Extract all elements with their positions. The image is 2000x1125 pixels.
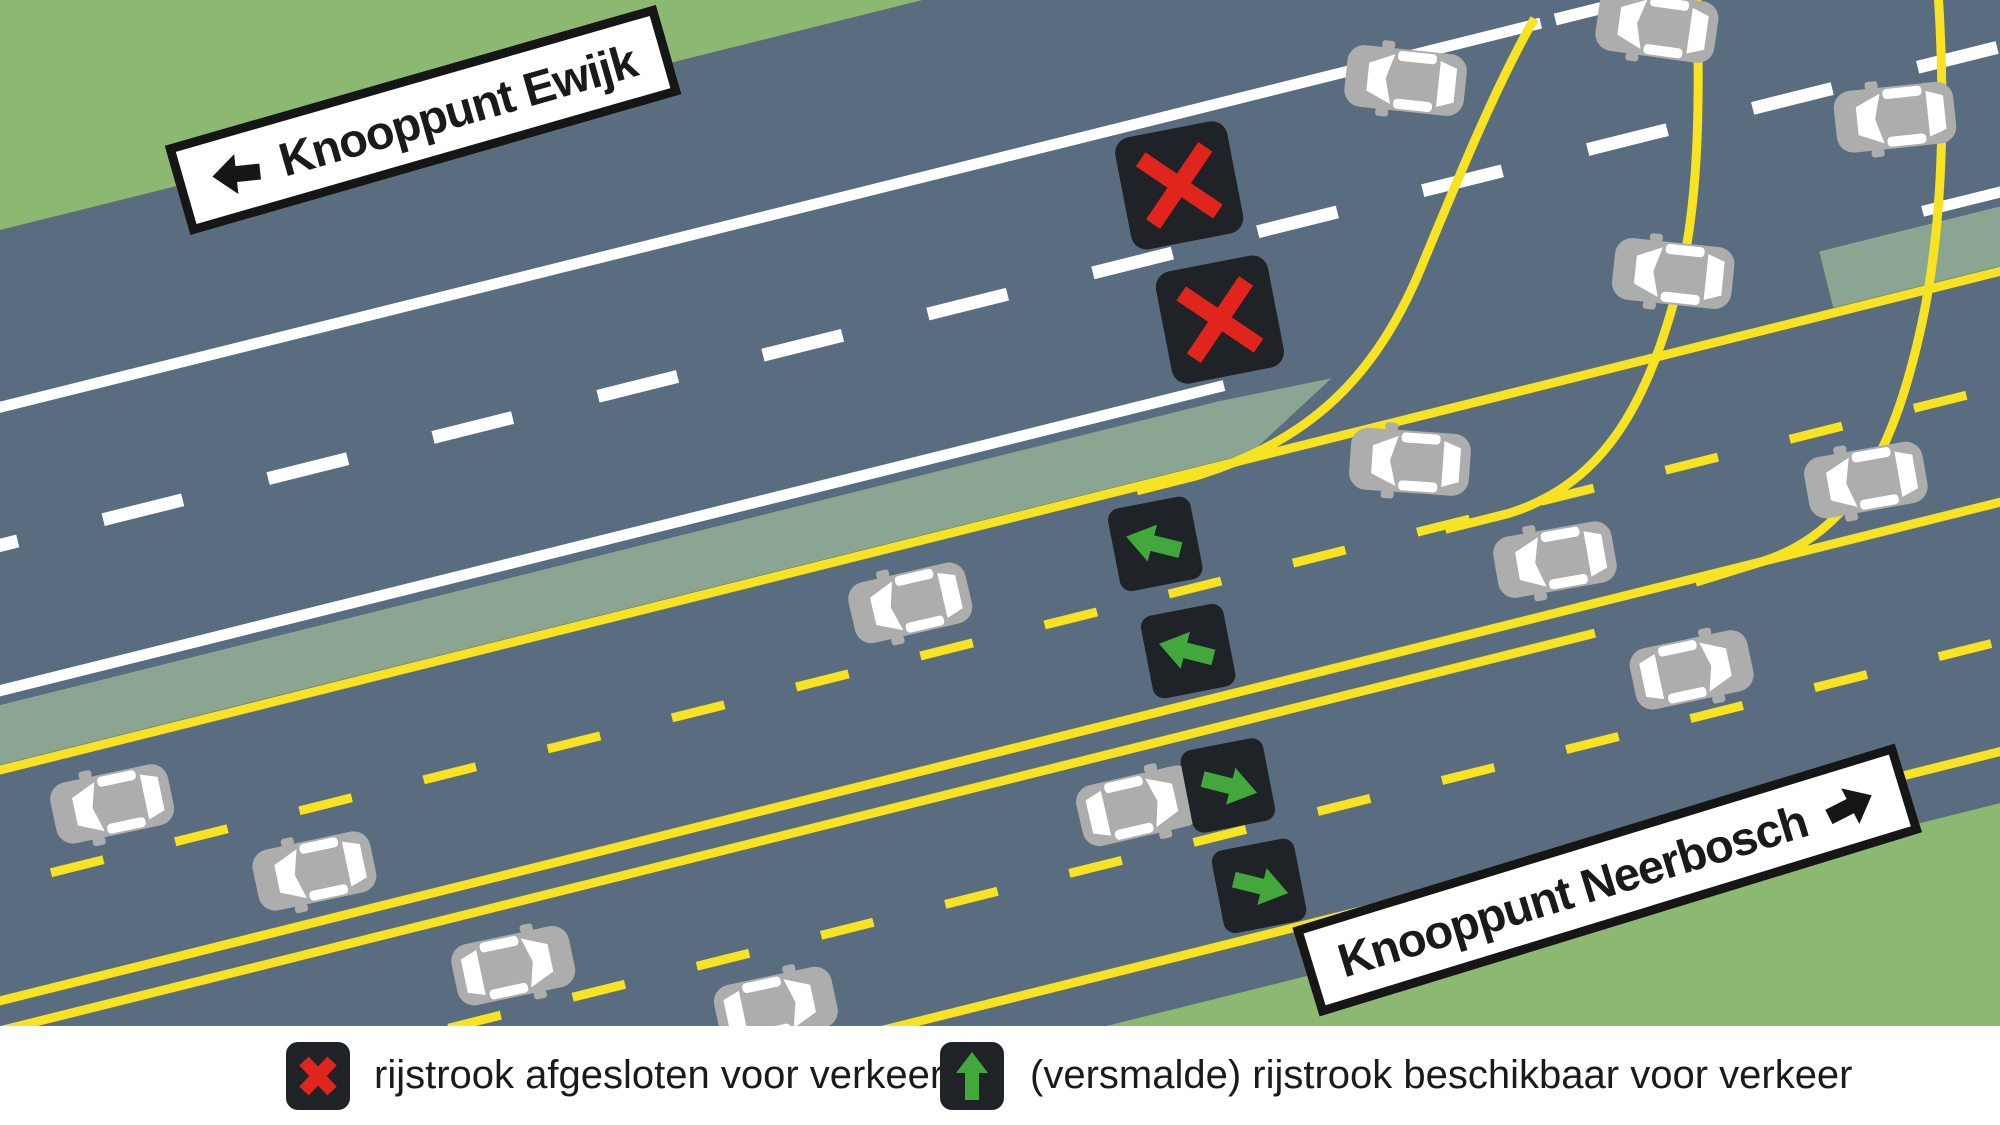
lane-open-signal-right [1211,838,1307,934]
right-arrow-icon [1824,787,1872,824]
red-x-signal-icon [286,1042,350,1110]
shoulder-line-solid [0,17,1543,487]
legend-label-open: (versmalde) rijstrook beschikbaar voor v… [1030,1053,1853,1097]
lane-closed-signal [1115,121,1244,250]
red-x-icon [1176,276,1264,363]
green-arrow-icon [1159,631,1216,669]
lane-open-signal-right [1180,738,1276,833]
upper-edge-line-left [0,380,1226,754]
crossover-curve-1 [1135,16,1539,496]
legend: rijstrook afgesloten voor verkeer (versm… [0,1026,2000,1125]
green-arrow-icon [1126,524,1183,562]
lane-closed-signal [1155,255,1284,384]
contraflow-centre-line-1 [0,322,2000,1045]
red-x-icon [1135,141,1223,229]
median-strip-left [0,378,1332,819]
sign-knooppunt-neerbosch: Knooppunt Neerbosch [1292,743,1922,1017]
sign-knooppunt-ewijk: Knooppunt Ewijk [164,4,682,236]
contraflow-centre-line-2 [0,628,1596,1073]
matrix-signals-layer [1108,121,1307,934]
legend-label-closed: rijstrook afgesloten voor verkeer [374,1053,944,1097]
green-arrow-icon [1200,767,1257,805]
green-arrow-signal-icon [940,1042,1004,1110]
left-arrow-icon [212,153,261,194]
lane-open-signal-left [1108,496,1203,592]
upper-lane-divider-dashed [0,0,2000,618]
green-arrow-icon [1231,868,1289,906]
lane-open-signal-left [1140,603,1236,699]
